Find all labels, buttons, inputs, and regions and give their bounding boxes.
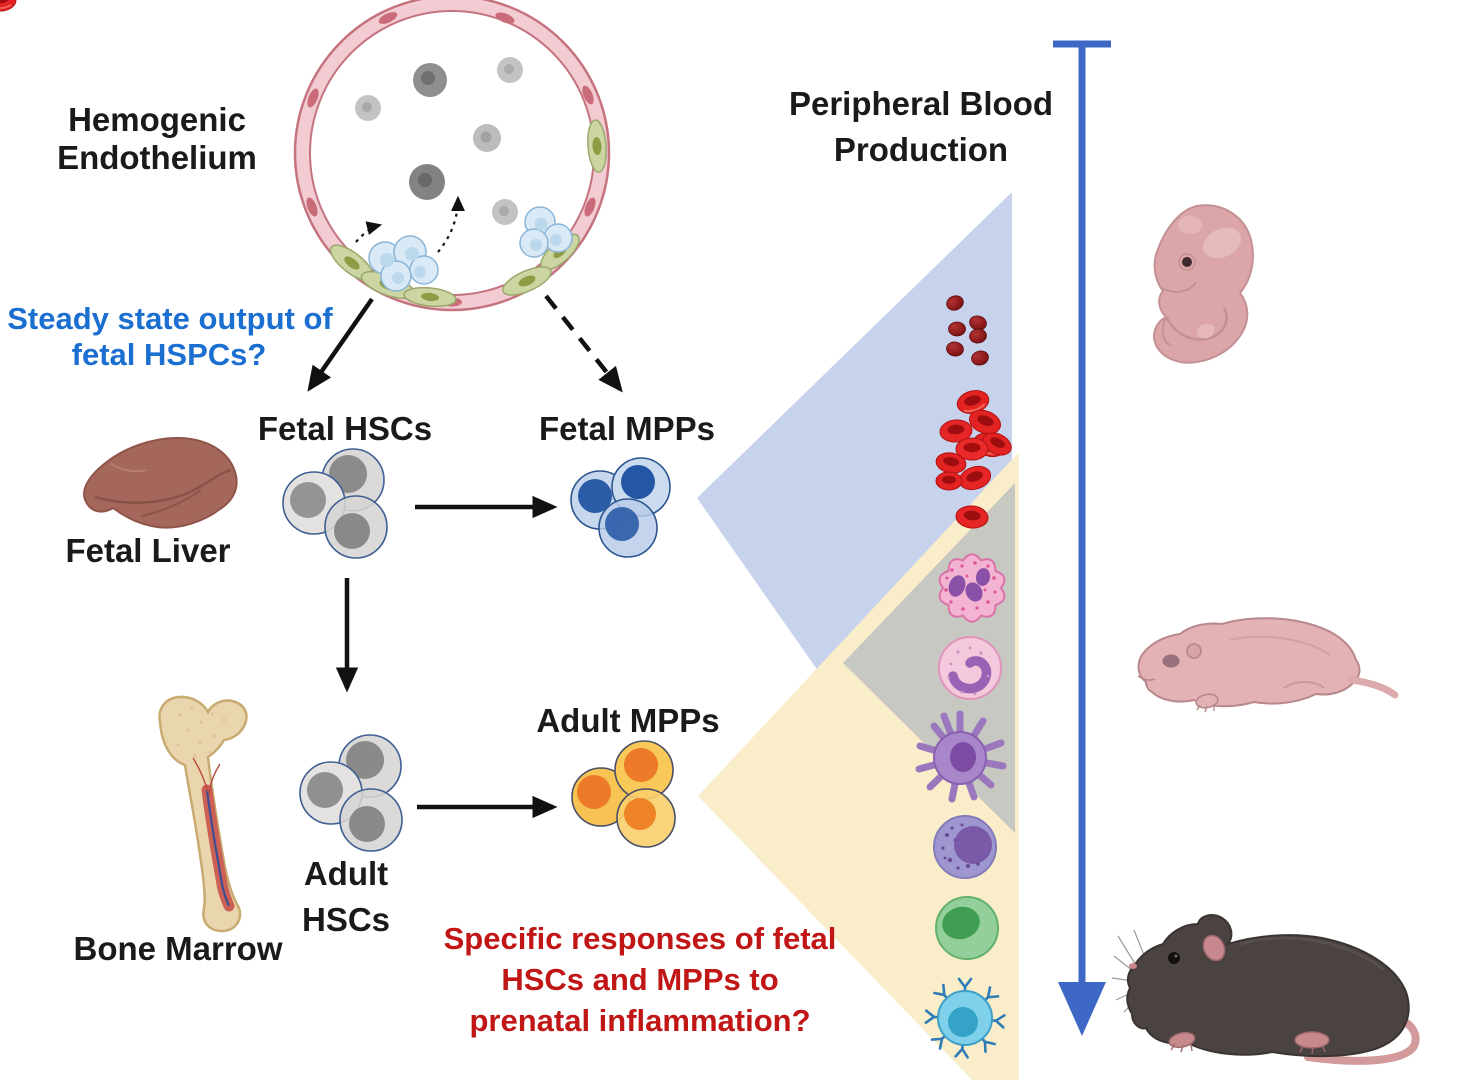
fetal-mpps-label: Fetal MPPs	[539, 410, 715, 447]
timeline-arrow	[1053, 40, 1111, 1036]
mouse-nose	[1129, 963, 1137, 969]
steady-state-question-2: fetal HSPCs?	[72, 337, 267, 372]
hemogenic-endothelium-illustration	[293, 0, 611, 312]
band-cell-icon	[938, 636, 1002, 700]
arrow-vessel-to-fetal-mpps	[544, 294, 623, 393]
steady-state-question-1: Steady state output of	[7, 301, 333, 336]
bone-marrow-vessel	[205, 789, 231, 907]
newborn-pup-icon	[1137, 617, 1399, 713]
pup-hind-leg	[1283, 681, 1325, 689]
pup-mouth	[1137, 675, 1156, 681]
peripheral-blood-label-1: Peripheral Blood	[789, 85, 1053, 122]
adult-mpps-label: Adult MPPs	[536, 702, 719, 739]
mouse-eye	[1168, 952, 1180, 964]
pup-closed-eye	[1162, 654, 1180, 668]
fetal-liver-label: Fetal Liver	[65, 532, 230, 569]
red-blood-cells-icon	[935, 409, 1012, 529]
fetal-hsc-cluster	[282, 448, 388, 559]
mouse-ear	[1202, 934, 1226, 962]
inflammation-question-1: Specific responses of fetal	[444, 921, 837, 956]
neutrophil-icon	[938, 553, 1006, 623]
hemogenic-endothelium-label-2: Endothelium	[57, 139, 257, 176]
adult-hsc-cluster	[299, 734, 403, 852]
red-blood-cells-icon	[0, 0, 1010, 462]
dendritic-cell-icon	[915, 710, 1007, 803]
budding-hspc-cells	[368, 206, 573, 292]
lymphocyte-icon	[935, 896, 999, 960]
bone-texture	[176, 706, 226, 758]
platelets-icon	[946, 295, 989, 366]
bone-marrow-label: Bone Marrow	[73, 930, 282, 967]
inflammation-question-2: HSCs and MPPs to	[501, 962, 778, 997]
arrow-vessel-to-fetal-hscs	[307, 297, 374, 392]
fetal-hscs-label: Fetal HSCs	[258, 410, 432, 447]
fetal-liver-icon	[83, 436, 238, 529]
adult-mpp-cluster	[571, 740, 676, 848]
adult-hscs-label-1: Adult	[304, 855, 388, 892]
fetal-mpp-cluster	[570, 457, 671, 558]
peripheral-blood-label-2: Production	[834, 131, 1008, 168]
hemogenic-endothelium-label-1: Hemogenic	[68, 101, 246, 138]
embryo-icon	[1153, 204, 1254, 364]
egress-dotted-arrows	[355, 195, 466, 253]
embryo-eye	[1182, 257, 1192, 267]
labels-layer: Hemogenic Endothelium Steady state outpu…	[7, 85, 1053, 1038]
adult-mouse-icon	[1111, 914, 1420, 1065]
mouse-feet	[1168, 1031, 1330, 1049]
bone-marrow-icon	[158, 695, 248, 933]
neutrophil-granules	[944, 561, 997, 611]
flow-arrows	[307, 294, 623, 819]
band-cell-granules	[947, 646, 990, 696]
lumen-cells	[355, 57, 523, 225]
embryo-eye-ring	[1178, 253, 1196, 271]
pup-tail	[1348, 676, 1399, 699]
timeline-arrowhead-icon	[1058, 982, 1106, 1036]
adult-hscs-label-2: HSCs	[302, 901, 390, 938]
monocyte-icon	[933, 815, 997, 879]
pup-front-paw	[1195, 693, 1219, 713]
b-cell-icon	[924, 977, 1006, 1059]
pup-ear	[1186, 643, 1202, 659]
inflammation-question-3: prenatal inflammation?	[469, 1003, 810, 1038]
monocyte-granules	[941, 823, 980, 870]
